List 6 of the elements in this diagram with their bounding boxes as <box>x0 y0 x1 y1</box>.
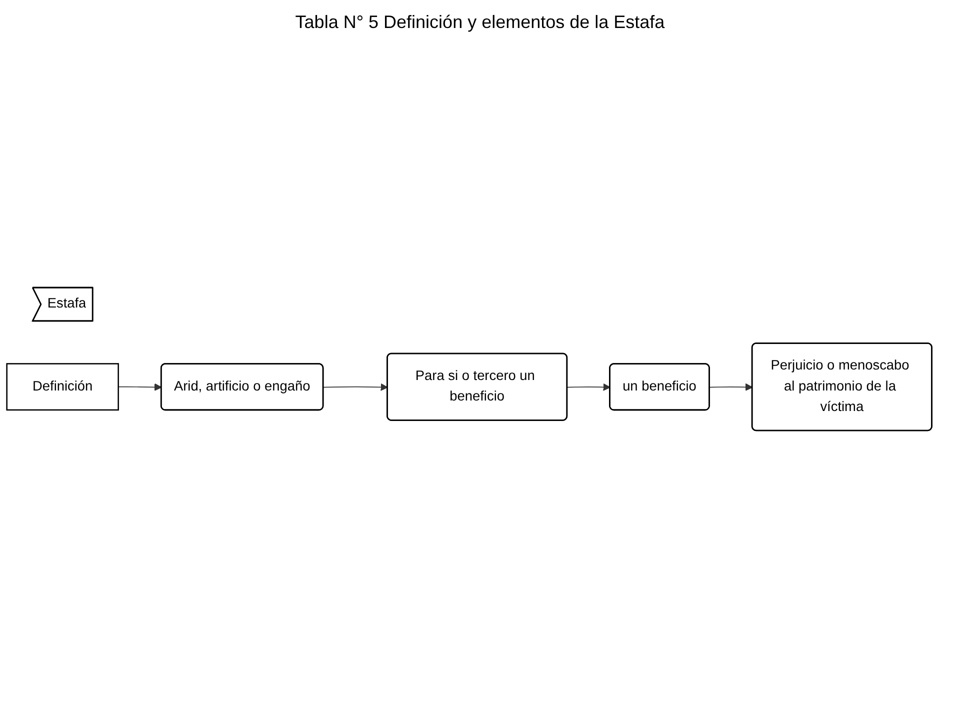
diagram-title: Tabla N° 5 Definición y elementos de la Estafa <box>294 12 666 33</box>
arrow <box>118 383 162 391</box>
arrow <box>323 383 388 391</box>
arrow <box>709 383 753 391</box>
node-box: Definición <box>6 363 119 411</box>
arrow <box>566 383 610 391</box>
